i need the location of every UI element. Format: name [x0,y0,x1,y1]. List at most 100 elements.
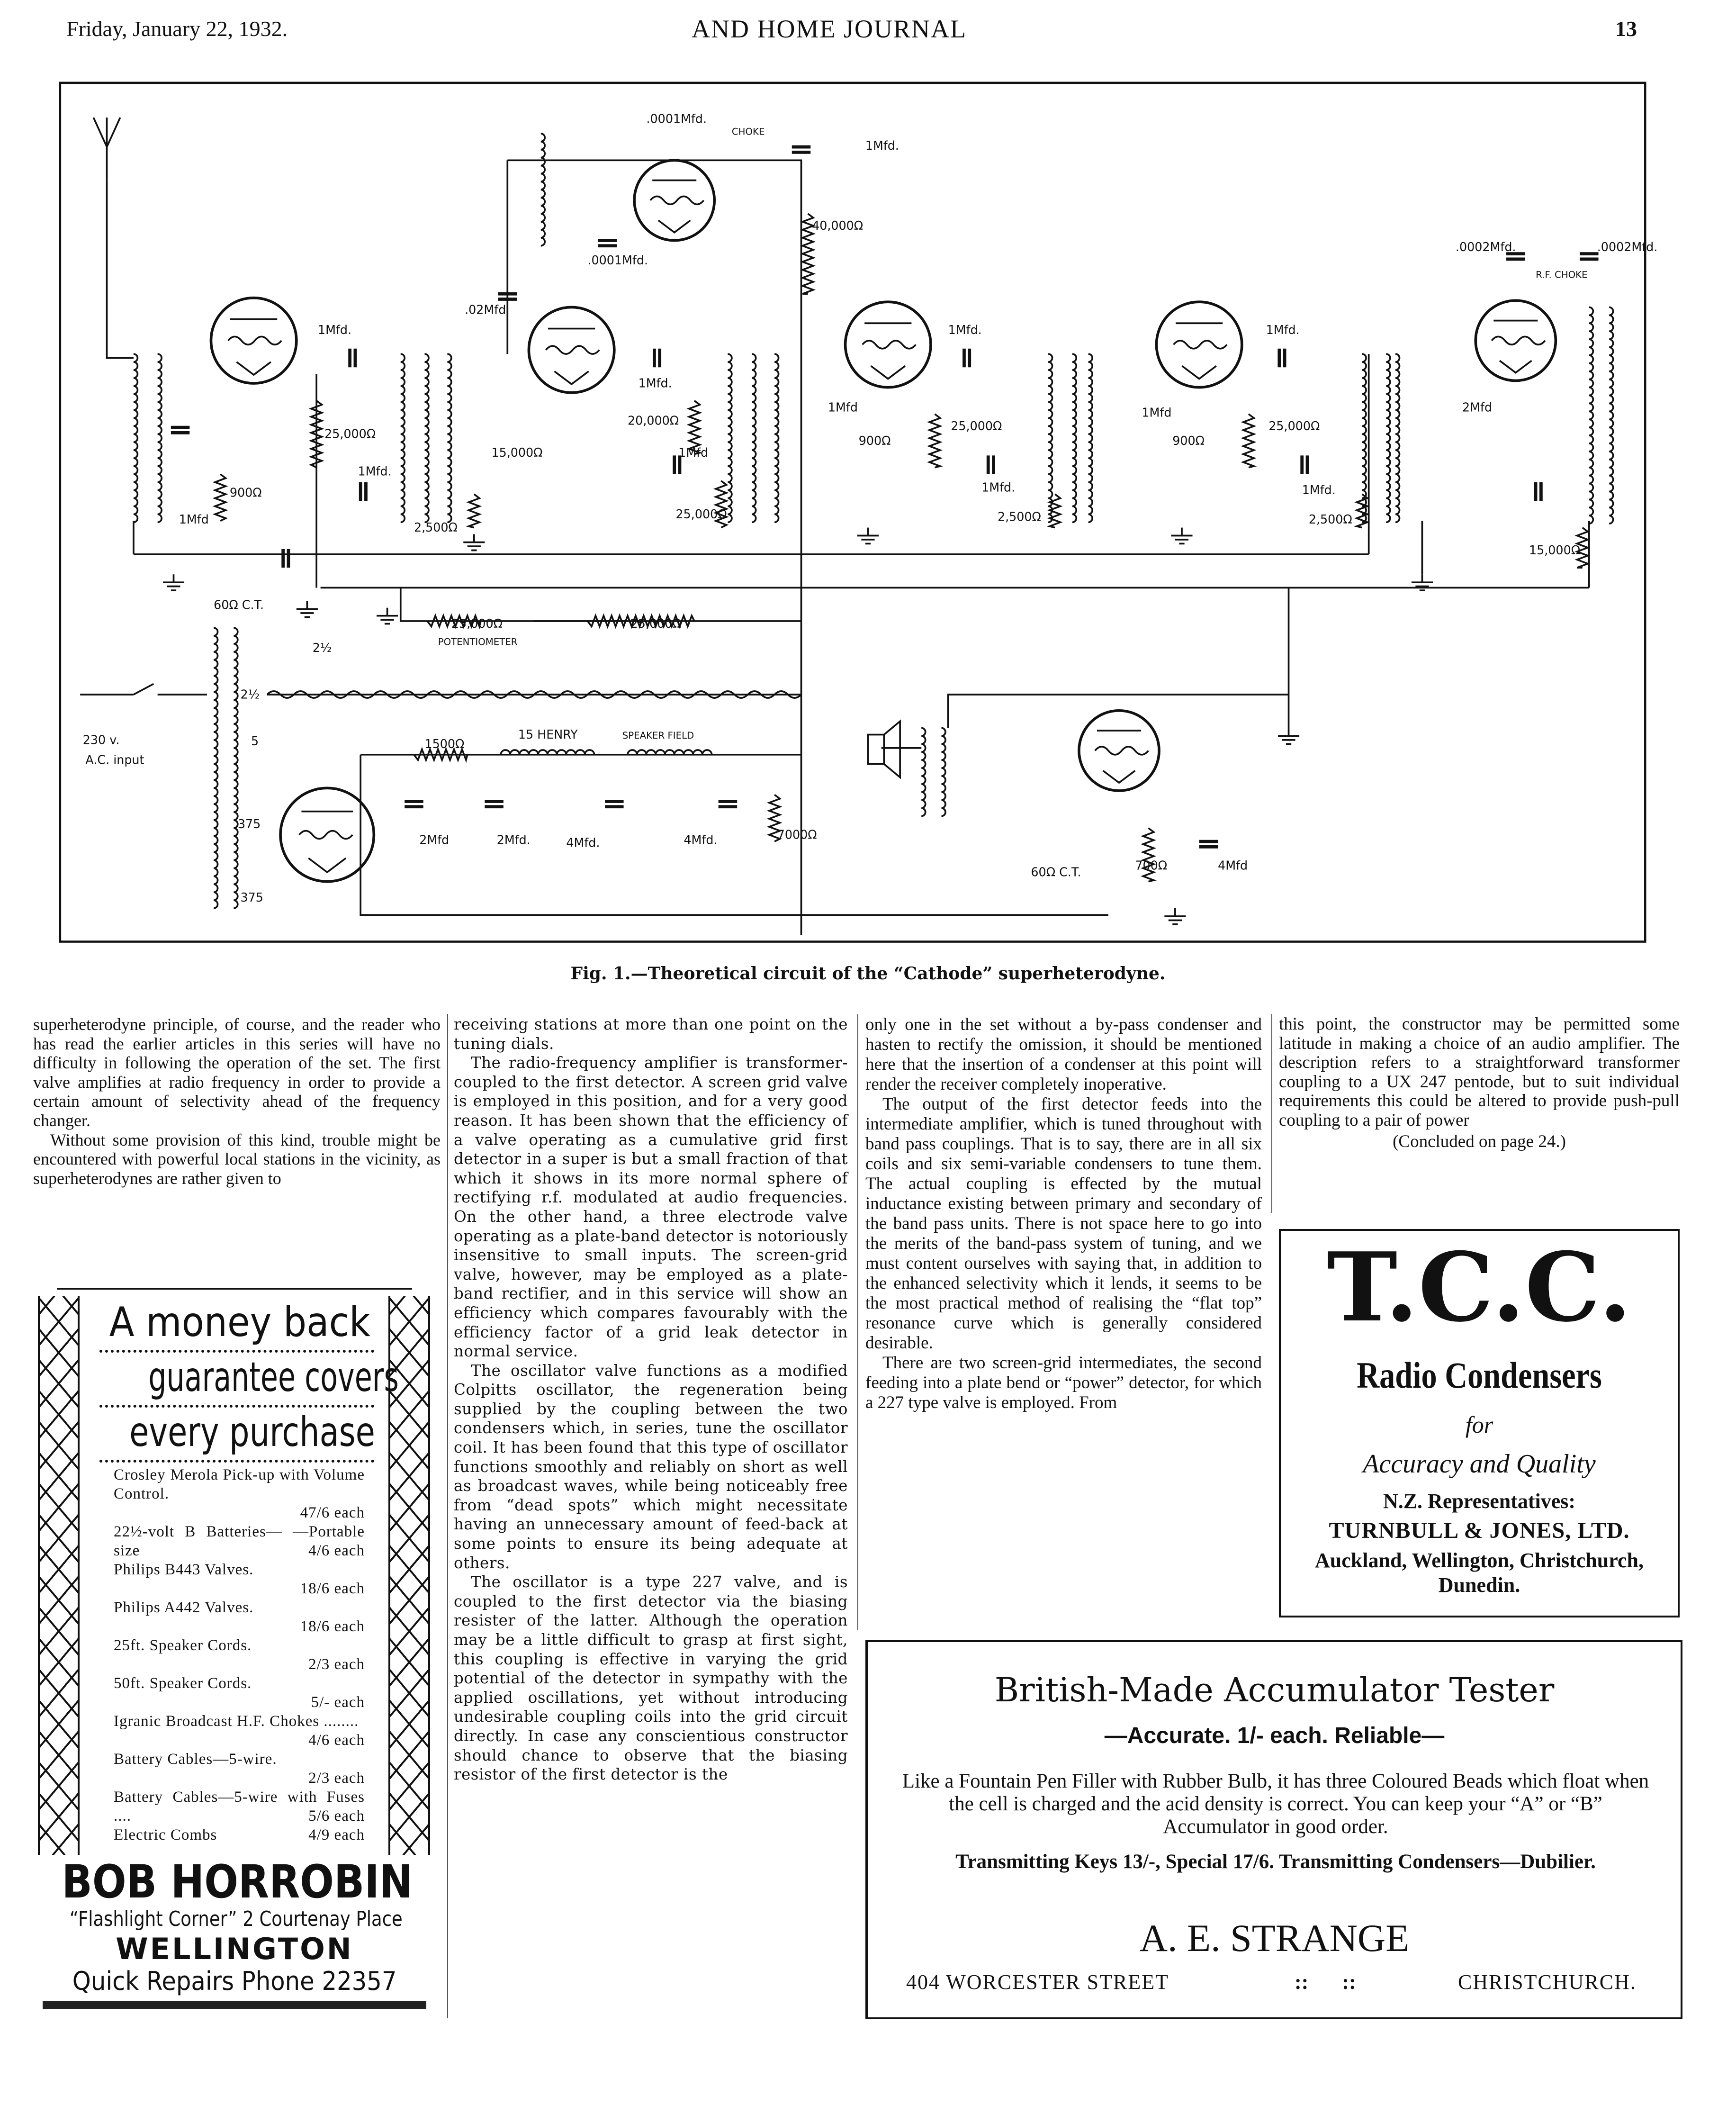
strange-street: 404 WORCESTER STREET [906,1970,1169,1994]
strange-title: British-Made Accumulator Tester [994,1671,1555,1709]
diagram-label: .0002Mfd. [1597,240,1658,254]
price-item: Igranic Broadcast H.F. Chokes ........ 4… [114,1713,365,1749]
diagram-label: 60Ω C.T. [1031,865,1081,879]
valve-electrodes [298,810,353,874]
article-column-1: superheterodyne principle, of course, an… [33,1015,441,1188]
diagram-label: 1Mfd [179,512,209,526]
capacitor [359,482,368,501]
price-item: 25ft. Speaker Cords.2/3 each [114,1637,365,1673]
inductor-coil [1386,353,1391,524]
diagram-label: 1Mfd. [981,480,1015,494]
capacitor [653,348,662,368]
diagram-label: 15,000Ω [491,445,542,460]
wire [947,694,1289,728]
diagram-frame [59,81,1646,943]
diagram-label: 1Mfd. [948,323,982,337]
inductor-coil [1589,306,1594,524]
capacitor [1199,840,1218,849]
inductor-coil [234,627,239,909]
heater-wiring [266,690,802,699]
capacitor [485,800,504,809]
article-column-2: receiving stations at more than one poin… [454,1015,848,1784]
resistor [1141,827,1157,883]
diagram-label: 2,500Ω [998,509,1041,524]
strange-advert: British-Made Accumulator Tester —Accurat… [865,1640,1682,2019]
inductor-coil [157,353,162,524]
diagram-label: 25,000Ω [451,616,503,631]
speaker-icon [867,719,901,779]
wire [106,180,134,359]
capacitor [673,455,682,474]
price-item: Battery Cables—5-wire.2/3 each [114,1751,365,1787]
diagram-label: 4Mfd. [684,833,717,847]
page-number: 13 [1615,17,1637,41]
lattice-border-right [388,1296,430,1855]
capacitor [348,348,357,368]
valve [1078,709,1160,792]
valve-electrodes [1094,730,1149,784]
inductor-coil [1088,353,1093,524]
inductor-coil [540,133,546,247]
capacitor [605,800,624,809]
resistor [800,213,816,295]
valve [844,300,932,389]
diagram-label: 25,000Ω [1268,419,1320,433]
inductor-coil [1609,306,1614,524]
diagram-label: 375 [238,817,261,831]
advertiser-city: WELLINGTON [116,1932,353,1966]
strange-separator: :: :: [1295,1970,1356,1994]
tcc-advert: T.C.C. Radio Condensers for Accuracy and… [1279,1229,1680,1617]
diagram-label: 15 HENRY [518,727,578,741]
inductor-coil [1048,353,1053,524]
ad-headline-3: every purchase [129,1409,375,1456]
issue-date: Friday, January 22, 1932. [66,17,288,41]
inductor-coil [1072,353,1078,524]
diagram-label: 7000Ω [777,827,817,841]
tcc-for: for [1465,1411,1493,1438]
antenna-icon [92,117,121,181]
diagram-label: POTENTIOMETER [438,637,518,648]
diagram-label: 25,000Ω [630,616,682,631]
resistor [308,400,324,469]
paragraph: The oscillator is a type 227 valve, and … [454,1573,848,1784]
diagram-label: 2Mfd. [497,833,531,847]
ad-headline-2: guarantee covers [148,1354,399,1401]
valve [209,296,298,385]
diagram-label: 15,000Ω [1529,543,1580,557]
resistor [426,613,482,630]
capacitor [171,425,190,434]
circuit-diagram: .0001Mfd.CHOKE1Mfd.40,000Ω.0001Mfd..02Mf… [59,81,1658,943]
tcc-company: TURNBULL & JONES, LTD. [1329,1518,1630,1543]
diagram-label: R.F. CHOKE [1536,269,1587,280]
diagram-label: 1Mfd [678,445,708,460]
advertiser-address: “Flashlight Corner” 2 Courtenay Place [69,1907,403,1931]
horrobin-advert: A money back guarantee covers every purc… [38,1286,431,2025]
valve-electrodes [1173,322,1228,380]
valve-electrodes [545,327,600,386]
diagram-label: 4Mfd. [566,835,600,849]
inductor-coil [424,353,430,524]
tcc-brand: T.C.C. [1327,1232,1632,1343]
capacitor [281,549,290,568]
diagram-label: 1Mfd. [318,323,351,337]
diagram-label: 2Mfd [1462,400,1492,414]
price-list: Crosley Merola Pick-up with Volume Contr… [95,1465,379,1844]
inductor-coil [751,353,757,524]
inductor-coil [774,353,780,524]
column-divider [1271,1014,1272,1213]
advertiser-phone: Quick Repairs Phone 22357 [72,1966,397,1996]
resistor [413,747,468,763]
capacitor [498,292,517,301]
tcc-tagline: Accuracy and Quality [1363,1449,1596,1479]
resistor [1241,413,1257,469]
top-border [57,1288,412,1290]
diagram-label: 1Mfd [828,400,858,414]
article-column-3: only one in the set without a by-pass co… [865,1015,1262,1413]
diagram-label: .0001Mfd. [587,253,648,267]
ground-symbol [463,534,485,551]
diagram-label: 900Ω [1172,434,1205,448]
diagram-label: 375 [240,890,263,904]
ground-symbol [1277,728,1300,745]
masthead-title: AND HOME JOURNAL [692,15,967,43]
strange-subtitle: —Accurate. 1/- each. Reliable— [1104,1723,1445,1748]
